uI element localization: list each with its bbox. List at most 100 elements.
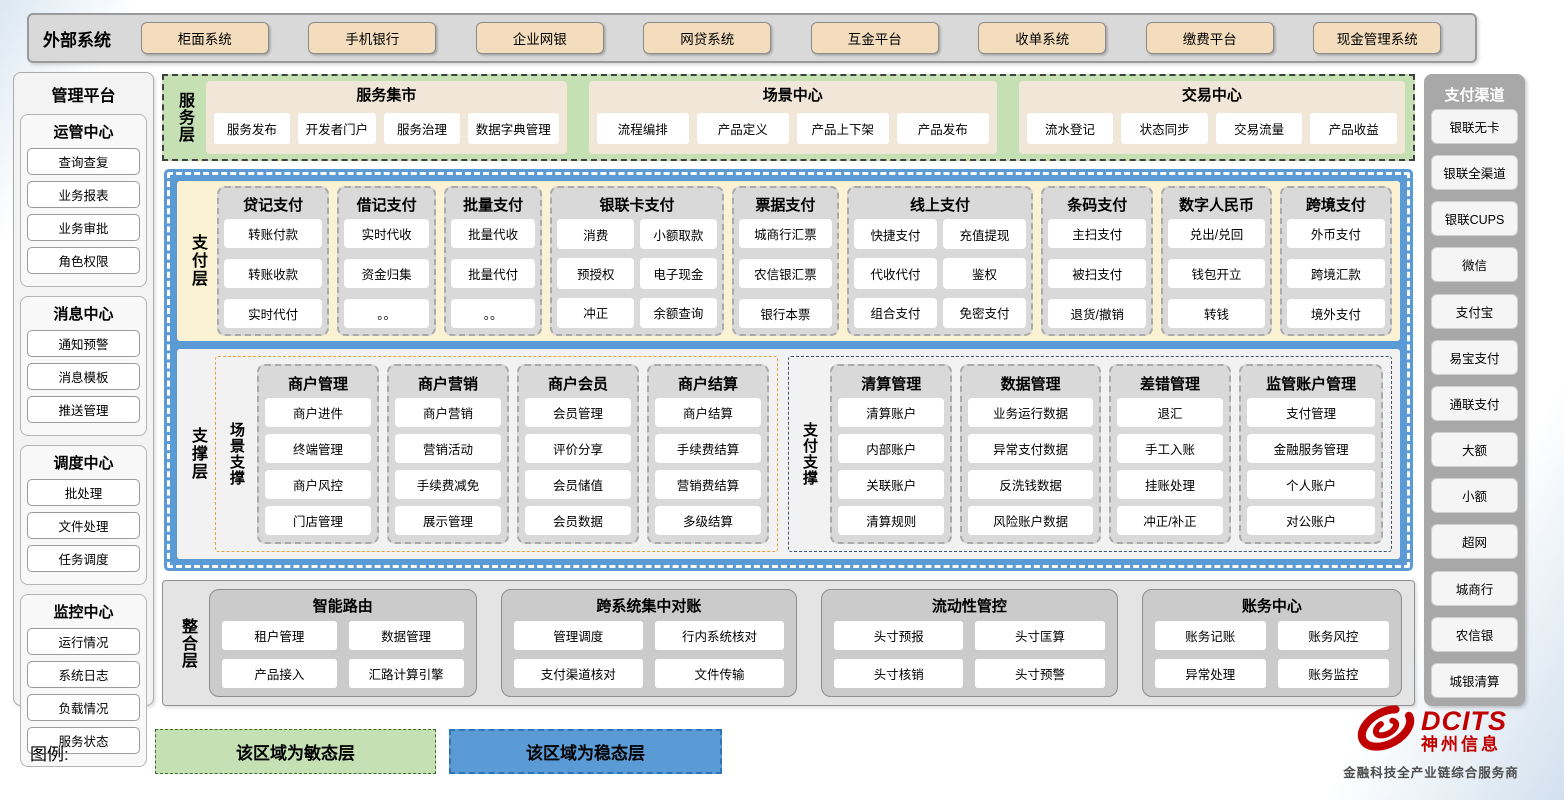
payment-item[interactable]: 境外支付 [1286,299,1385,328]
payment-item[interactable]: 。。 [450,299,536,328]
external-system-button[interactable]: 缴费平台 [1145,22,1274,54]
service-item[interactable]: 产品定义 [696,113,789,144]
support-item[interactable]: 支付管理 [1247,398,1375,427]
payment-item[interactable]: 转账付款 [224,219,323,248]
support-item[interactable]: 手工入账 [1116,434,1224,463]
payment-item[interactable]: 冲正 [557,297,635,328]
support-item[interactable]: 冲正/补正 [1116,506,1224,535]
channel-item[interactable]: 通联支付 [1431,385,1518,421]
channel-item[interactable]: 城银清算 [1431,662,1518,698]
service-item[interactable]: 服务发布 [214,113,290,144]
support-item[interactable]: 门店管理 [265,506,371,535]
payment-item[interactable]: 电子现金 [640,258,717,289]
payment-item[interactable]: 被扫支付 [1048,259,1147,288]
service-item[interactable]: 开发者门户 [297,113,377,144]
support-item[interactable]: 终端管理 [265,434,371,463]
payment-item[interactable]: 转账收款 [224,259,323,288]
integration-item[interactable]: 账务风控 [1277,621,1390,650]
management-item[interactable]: 消息模板 [27,363,140,390]
support-item[interactable]: 手续费结算 [655,434,761,463]
management-item[interactable]: 任务调度 [27,545,140,572]
management-item[interactable]: 角色权限 [27,247,140,274]
service-item[interactable]: 交易流量 [1215,113,1303,144]
payment-item[interactable]: 免密支付 [943,297,1027,328]
management-item[interactable]: 批处理 [27,479,140,506]
service-item[interactable]: 产品发布 [896,113,989,144]
management-item[interactable]: 推送管理 [27,396,140,423]
integration-item[interactable]: 租户管理 [222,621,337,650]
external-system-button[interactable]: 柜面系统 [140,22,269,54]
integration-item[interactable]: 头寸预报 [834,621,964,650]
support-item[interactable]: 异常支付数据 [968,434,1093,463]
support-item[interactable]: 评价分享 [525,434,631,463]
service-item[interactable]: 状态同步 [1121,113,1208,144]
management-item[interactable]: 负载情况 [27,694,140,721]
channel-item[interactable]: 银联全渠道 [1431,155,1518,191]
management-item[interactable]: 服务状态 [27,727,140,754]
support-item[interactable]: 会员管理 [525,398,631,427]
payment-item[interactable]: 快捷支付 [854,219,938,250]
payment-item[interactable]: 实时代付 [224,299,323,328]
support-item[interactable]: 内部账户 [837,434,945,463]
integration-item[interactable]: 文件传输 [654,659,785,688]
support-item[interactable]: 会员数据 [525,506,631,535]
support-item[interactable]: 营销费结算 [655,470,761,499]
service-item[interactable]: 流水登记 [1026,113,1114,144]
external-system-button[interactable]: 现金管理系统 [1313,22,1442,54]
payment-item[interactable]: 代收代付 [854,258,938,289]
integration-item[interactable]: 账务记账 [1154,621,1266,650]
payment-item[interactable]: 钱包开立 [1168,259,1265,288]
support-item[interactable]: 商户风控 [265,470,371,499]
management-item[interactable]: 业务报表 [27,181,140,208]
payment-item[interactable]: 小额取款 [640,219,717,250]
channel-item[interactable]: 易宝支付 [1431,339,1518,375]
support-item[interactable]: 营销活动 [395,434,501,463]
service-item[interactable]: 产品上下架 [796,113,889,144]
service-item[interactable]: 数据字典管理 [467,113,559,144]
management-item[interactable]: 运行情况 [27,628,140,655]
external-system-button[interactable]: 网贷系统 [643,22,772,54]
channel-item[interactable]: 微信 [1431,247,1518,283]
support-item[interactable]: 对公账户 [1247,506,1375,535]
payment-item[interactable]: 批量代付 [450,259,536,288]
integration-item[interactable]: 头寸预警 [975,659,1105,688]
payment-item[interactable]: 。。 [344,299,429,328]
integration-item[interactable]: 数据管理 [348,621,464,650]
support-item[interactable]: 多级结算 [655,506,761,535]
service-item[interactable]: 服务治理 [384,113,460,144]
management-item[interactable]: 系统日志 [27,661,140,688]
integration-item[interactable]: 支付渠道核对 [513,659,643,688]
integration-item[interactable]: 行内系统核对 [654,621,785,650]
external-system-button[interactable]: 收单系统 [978,22,1107,54]
payment-item[interactable]: 鉴权 [943,258,1027,289]
support-item[interactable]: 清算账户 [837,398,945,427]
management-item[interactable]: 文件处理 [27,512,140,539]
management-item[interactable]: 通知预警 [27,330,140,357]
support-item[interactable]: 会员储值 [525,470,631,499]
payment-item[interactable]: 农信银汇票 [738,259,833,288]
channel-item[interactable]: 城商行 [1431,570,1518,606]
payment-item[interactable]: 退货/撤销 [1048,299,1147,328]
payment-item[interactable]: 兑出/兑回 [1168,219,1265,248]
payment-item[interactable]: 批量代收 [450,219,536,248]
payment-item[interactable]: 充值提现 [943,219,1027,250]
channel-item[interactable]: 大额 [1431,432,1518,468]
external-system-button[interactable]: 手机银行 [308,22,437,54]
support-item[interactable]: 手续费减免 [395,470,501,499]
payment-item[interactable]: 外币支付 [1286,219,1385,248]
support-item[interactable]: 关联账户 [837,470,945,499]
channel-item[interactable]: 农信银 [1431,616,1518,652]
channel-item[interactable]: 小额 [1431,478,1518,514]
support-item[interactable]: 展示管理 [395,506,501,535]
payment-item[interactable]: 城商行汇票 [738,219,833,248]
payment-item[interactable]: 组合支付 [854,297,938,328]
support-item[interactable]: 挂账处理 [1116,470,1224,499]
support-item[interactable]: 商户进件 [265,398,371,427]
payment-item[interactable]: 消费 [557,219,635,250]
integration-item[interactable]: 汇路计算引擎 [348,659,464,688]
integration-item[interactable]: 管理调度 [513,621,643,650]
management-item[interactable]: 业务审批 [27,214,140,241]
support-item[interactable]: 清算规则 [837,506,945,535]
management-item[interactable]: 查询查复 [27,148,140,175]
support-item[interactable]: 金融服务管理 [1247,434,1375,463]
